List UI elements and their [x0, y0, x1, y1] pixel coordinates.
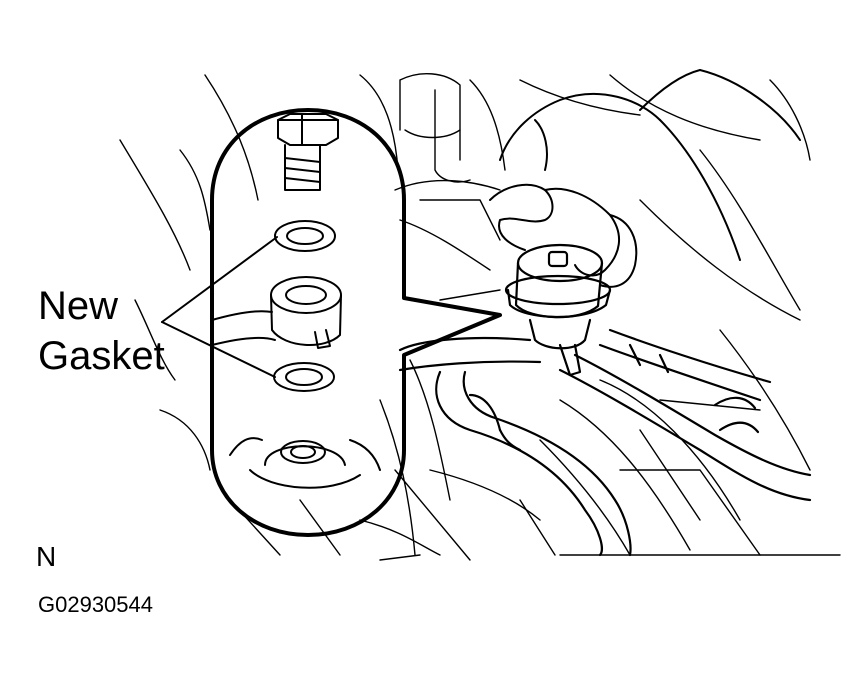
- callout-bubble: [210, 108, 502, 537]
- marker-label: N: [36, 541, 57, 572]
- gasket-lower: [273, 362, 335, 392]
- callout-label-line2: Gasket: [38, 334, 165, 378]
- hand: [489, 69, 801, 288]
- leader-lines: [161, 236, 278, 378]
- fuel-pressure-pulsation-damper: [504, 243, 612, 377]
- callout-label-line1: New: [38, 284, 119, 328]
- delivery-pipe-port: [229, 437, 381, 489]
- figure-code: G02930544: [38, 592, 153, 617]
- fuel-hoses: [398, 328, 812, 557]
- fuel-line-union: [211, 276, 342, 349]
- engine-background-lines: [119, 72, 841, 561]
- gasket-upper: [274, 220, 336, 252]
- union-bolt: [277, 113, 339, 191]
